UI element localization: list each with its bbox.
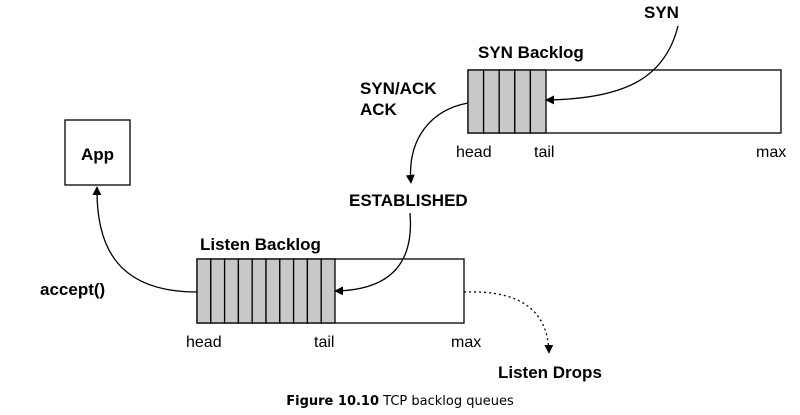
syn-ack-arrow (405, 102, 469, 184)
listen-queue-slot (292, 258, 309, 324)
syn-backlog-queue (467, 69, 782, 134)
listen-queue-slot (237, 258, 253, 324)
syn-queue-slot (514, 69, 532, 134)
established-arrow (334, 212, 412, 296)
syn-queue-slot (467, 69, 485, 134)
syn-head-label: head (456, 144, 492, 161)
syn-queue-slot (482, 69, 500, 134)
syn-label: SYN (644, 3, 679, 22)
accept-arrow (92, 186, 198, 293)
listen-queue-slot (251, 258, 267, 324)
figure-caption-text: TCP backlog queues (383, 394, 514, 409)
listen-queue-slot (320, 258, 336, 324)
figure-caption: Figure 10.10 TCP backlog queues (0, 394, 800, 409)
listen-backlog-queue (196, 258, 465, 324)
listen-head-label: head (186, 334, 222, 351)
syn-queue-slot (529, 69, 547, 134)
ack-label: ACK (360, 100, 398, 119)
listen-max-label: max (451, 334, 481, 351)
listen-tail-label: tail (314, 334, 334, 351)
listen-queue-slot (223, 258, 240, 324)
syn-arrow (545, 25, 679, 105)
listen-queue-slot (306, 258, 322, 324)
listen-drops-label: Listen Drops (498, 363, 602, 382)
listen-queue-slot (265, 258, 281, 324)
app-label: App (81, 145, 114, 164)
syn-queue-slot (498, 69, 516, 134)
listen-queue-slot (210, 258, 226, 324)
established-label: ESTABLISHED (349, 191, 468, 210)
syn-queue-slots (467, 69, 547, 134)
syn-backlog-title: SYN Backlog (478, 43, 584, 62)
syn-max-label: max (756, 144, 786, 161)
listen-drops-arrow (463, 291, 554, 354)
figure-number: Figure 10.10 (286, 394, 380, 409)
syn-ack-label: SYN/ACK (360, 79, 437, 98)
listen-queue-slot (196, 258, 212, 324)
accept-label: accept() (40, 280, 105, 299)
listen-backlog-title: Listen Backlog (200, 235, 321, 254)
syn-tail-label: tail (534, 144, 554, 161)
app-box (64, 119, 131, 186)
listen-queue-slot (279, 258, 295, 324)
listen-queue-slots (196, 258, 336, 324)
